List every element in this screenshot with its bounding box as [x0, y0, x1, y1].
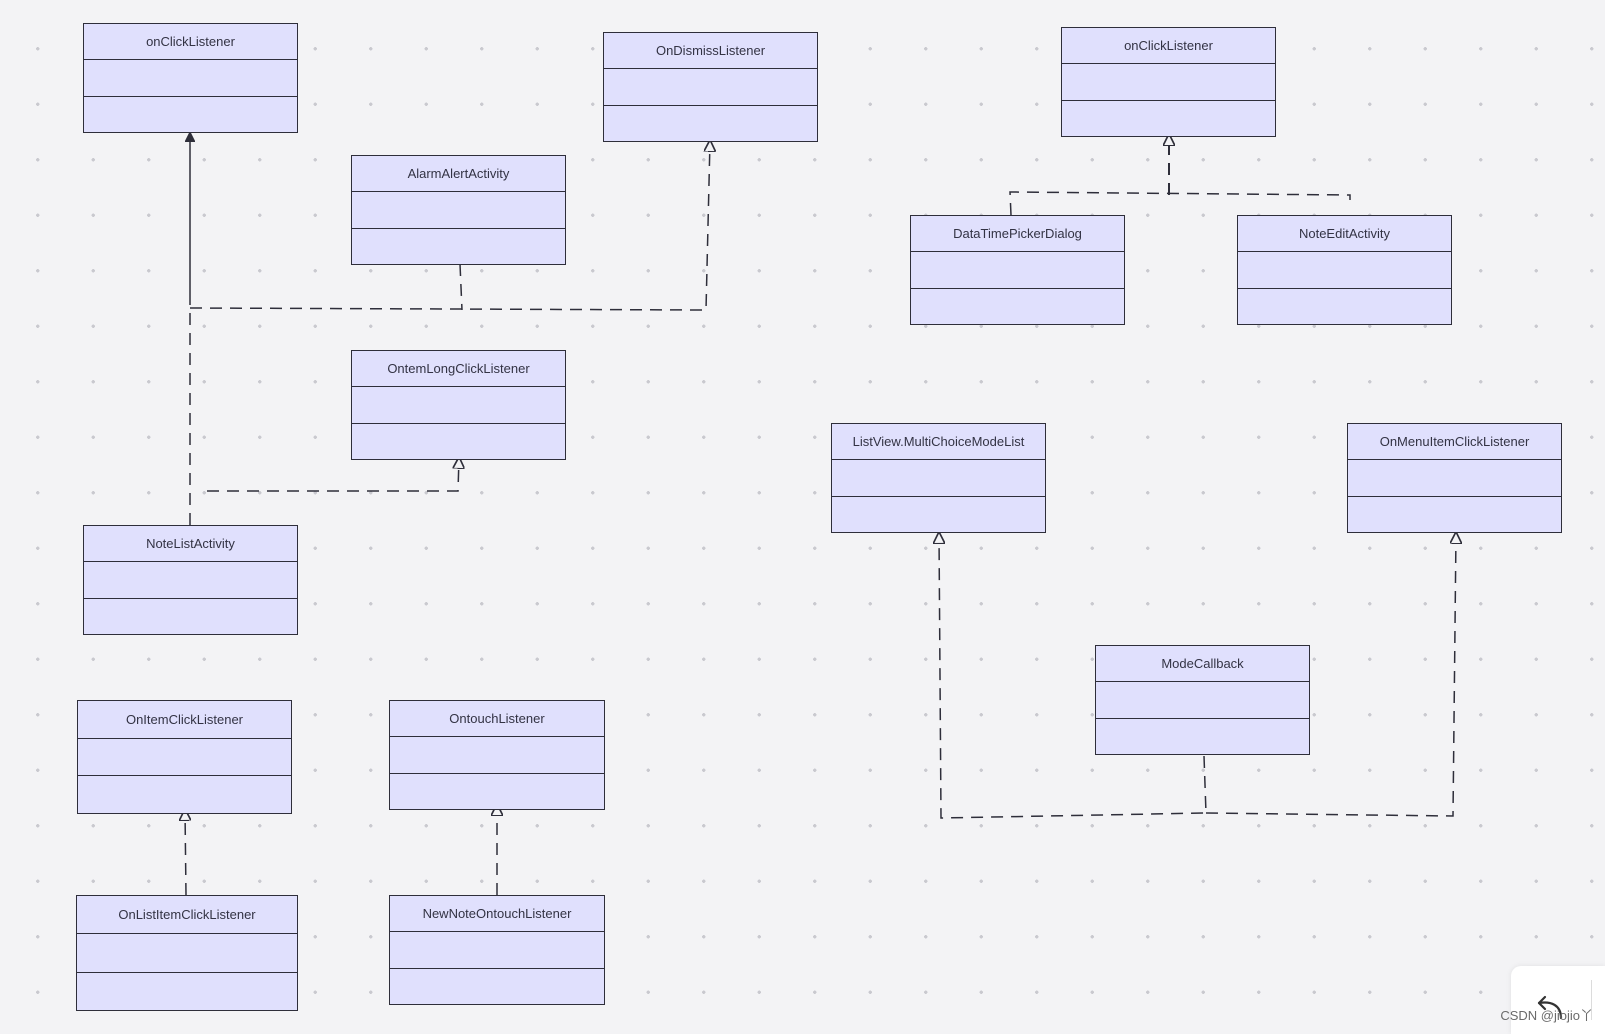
attributes-compartment — [1062, 63, 1275, 99]
class-name: NoteListActivity — [146, 536, 235, 552]
watermark: CSDN @jiojio丫 — [1500, 1008, 1593, 1023]
methods-compartment — [1096, 717, 1309, 754]
class-name: OnListItemClickListener — [118, 907, 256, 923]
relation-onlistitem-to-onitem — [185, 810, 186, 896]
toolbar-divider — [1591, 980, 1592, 1020]
class-name: ModeCallback — [1161, 656, 1244, 672]
methods-compartment — [84, 95, 297, 132]
class-noteeditactivity[interactable]: NoteEditActivity — [1237, 215, 1452, 325]
class-newnoteontouchlistener[interactable]: NewNoteOntouchListener — [389, 895, 605, 1005]
class-alarmalertactivity[interactable]: AlarmAlertActivity — [351, 155, 566, 265]
class-name: OntemLongClickListener — [387, 361, 530, 377]
attributes-compartment — [604, 68, 817, 104]
class-onmenuitemclicklistener[interactable]: OnMenuItemClickListener — [1347, 423, 1562, 533]
class-onlistitemclicklistener[interactable]: OnListItemClickListener — [76, 895, 298, 1011]
methods-compartment — [390, 772, 604, 809]
attributes-compartment — [84, 59, 297, 95]
methods-compartment — [352, 227, 565, 264]
attributes-compartment — [77, 933, 297, 971]
attributes-compartment — [832, 459, 1045, 495]
attributes-compartment — [911, 251, 1124, 287]
class-name: onClickListener — [1124, 38, 1213, 54]
methods-compartment — [832, 495, 1045, 532]
methods-compartment — [604, 104, 817, 141]
class-name: NoteEditActivity — [1298, 226, 1391, 242]
undo-icon[interactable] — [1535, 988, 1569, 1022]
methods-compartment — [78, 775, 291, 813]
methods-compartment — [77, 971, 297, 1010]
attributes-compartment — [78, 737, 291, 776]
class-name: OnItemClickListener — [125, 711, 244, 727]
attributes-compartment — [352, 191, 565, 227]
class-onitemclicklistener[interactable]: OnItemClickListener — [77, 700, 292, 814]
class-onclicklistener-left[interactable]: onClickListener — [83, 23, 298, 133]
class-name: OnMenuItemClickListener — [1379, 434, 1530, 450]
methods-compartment — [390, 967, 604, 1004]
bottom-toolbar — [1511, 966, 1605, 1034]
relation-modecallback-to-multichoice — [939, 533, 1207, 819]
class-name: OntouchListener — [449, 711, 545, 727]
methods-compartment — [352, 422, 565, 459]
class-ontemlongclicklistener[interactable]: OntemLongClickListener — [351, 350, 566, 460]
attributes-compartment — [352, 386, 565, 422]
attributes-compartment — [1238, 251, 1451, 287]
class-multichoicemodelist[interactable]: ListView.MultiChoiceModeList — [831, 423, 1046, 533]
relation-notelist-to-longclick — [207, 458, 459, 492]
class-name: AlarmAlertActivity — [407, 166, 510, 182]
class-ondismisslistener[interactable]: OnDismissListener — [603, 32, 818, 142]
class-name: onClickListener — [146, 34, 235, 50]
class-onclicklistener-right[interactable]: onClickListener — [1061, 27, 1276, 137]
class-name: OnDismissListener — [655, 43, 766, 59]
attributes-compartment — [390, 736, 604, 772]
attributes-compartment — [84, 561, 297, 597]
relation-alarm-to-ondismiss — [189, 141, 710, 311]
methods-compartment — [1348, 495, 1561, 532]
methods-compartment — [1062, 99, 1275, 136]
class-ontouchlistener[interactable]: OntouchListener — [389, 700, 605, 810]
class-name: DataTimePickerDialog — [953, 226, 1082, 242]
class-modecallback[interactable]: ModeCallback — [1095, 645, 1310, 755]
methods-compartment — [1238, 287, 1451, 324]
class-datatimepickerdialog[interactable]: DataTimePickerDialog — [910, 215, 1125, 325]
methods-compartment — [911, 287, 1124, 324]
attributes-compartment — [1348, 459, 1561, 495]
class-notelistactivity[interactable]: NoteListActivity — [83, 525, 298, 635]
class-name: ListView.MultiChoiceModeList — [852, 434, 1025, 450]
attributes-compartment — [1096, 681, 1309, 717]
class-name: NewNoteOntouchListener — [422, 906, 572, 922]
methods-compartment — [84, 597, 297, 634]
relation-modecallback-to-menuitem — [1205, 533, 1456, 817]
relation-datetime-noteedit-to-onclick — [1009, 191, 1351, 216]
attributes-compartment — [390, 931, 604, 967]
